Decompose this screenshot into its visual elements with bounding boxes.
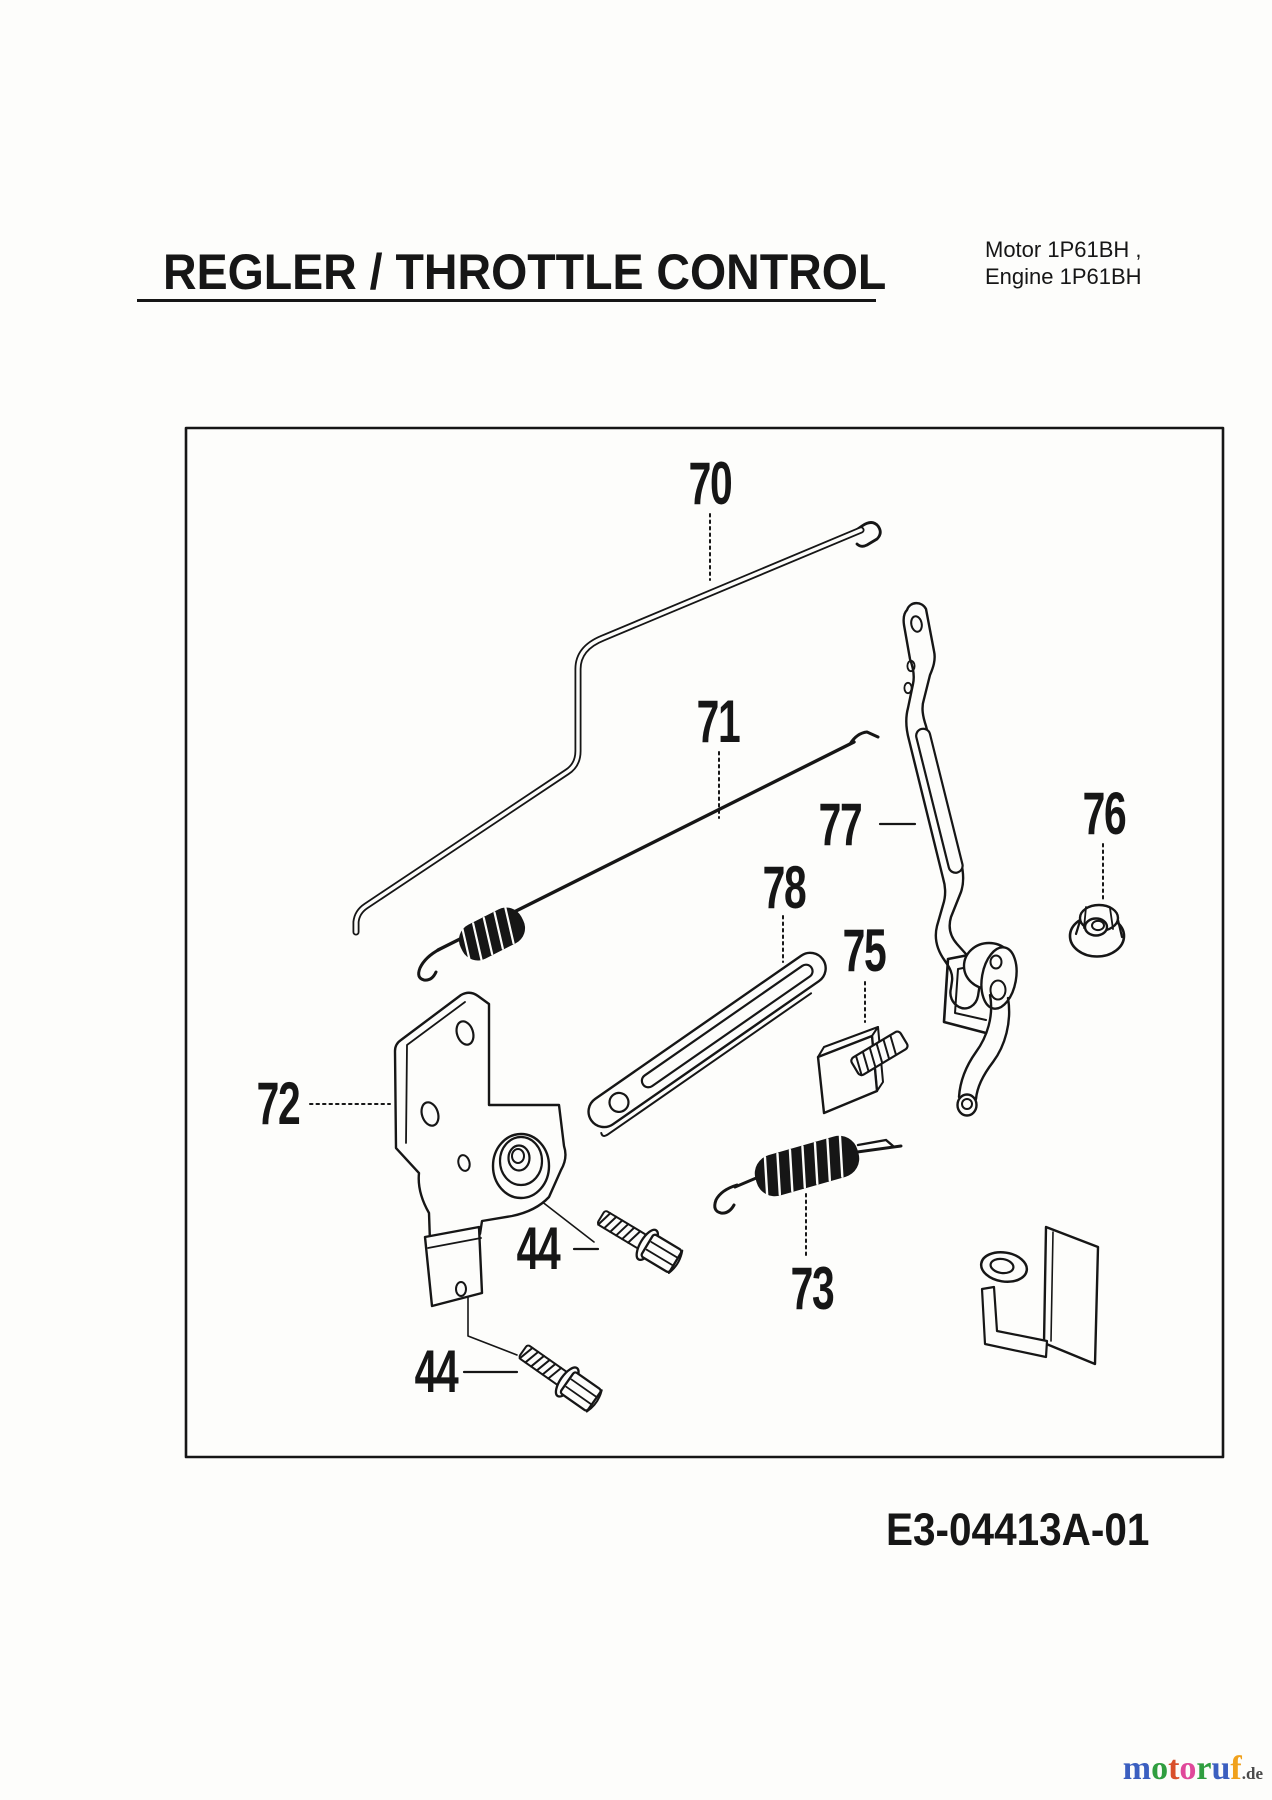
callout-71: 71 — [696, 688, 741, 755]
part-75-plate-screw — [816, 1026, 909, 1115]
callout-44-lower: 44 — [414, 1338, 459, 1405]
callout-73: 73 — [790, 1255, 835, 1322]
part-77-control-lever — [902, 601, 1018, 1117]
callout-70: 70 — [688, 450, 733, 517]
watermark-word: motoruf — [1122, 1750, 1242, 1787]
page-title: REGLER / THROTTLE CONTROL — [163, 244, 887, 300]
leader-lines-solid — [462, 822, 917, 1374]
callout-72: 72 — [256, 1070, 301, 1137]
diagram-frame — [184, 426, 1225, 1459]
diagram-code: E3-04413A-01 — [886, 1504, 1150, 1555]
part-78-slotted-link — [587, 951, 827, 1137]
callout-44-upper: 44 — [516, 1215, 561, 1282]
callout-77: 77 — [818, 791, 863, 858]
engine-info-line-2: Engine 1P61BH — [985, 264, 1142, 289]
callout-78: 78 — [762, 854, 807, 921]
part-44-bolt-lower — [518, 1344, 603, 1413]
watermark-suffix: .de — [1241, 1764, 1263, 1783]
part-71-spring-wire — [417, 730, 880, 982]
callout-76: 76 — [1082, 780, 1127, 847]
part-73-extension-spring — [713, 1134, 903, 1215]
part-44-bolt-upper — [596, 1210, 684, 1274]
title-underline — [137, 299, 876, 302]
part-76-flange-nut — [1068, 903, 1126, 958]
engine-info: Motor 1P61BH , Engine 1P61BH — [985, 236, 1142, 290]
watermark: motoruf.de — [1123, 1751, 1263, 1792]
callout-75: 75 — [842, 917, 887, 984]
part-72-bracket — [393, 991, 567, 1308]
leader-lines-dotted — [309, 513, 1104, 1259]
engine-info-line-1: Motor 1P61BH , — [985, 237, 1142, 262]
clip-bracket — [979, 1225, 1100, 1366]
part-70-throttle-rod — [352, 521, 882, 936]
